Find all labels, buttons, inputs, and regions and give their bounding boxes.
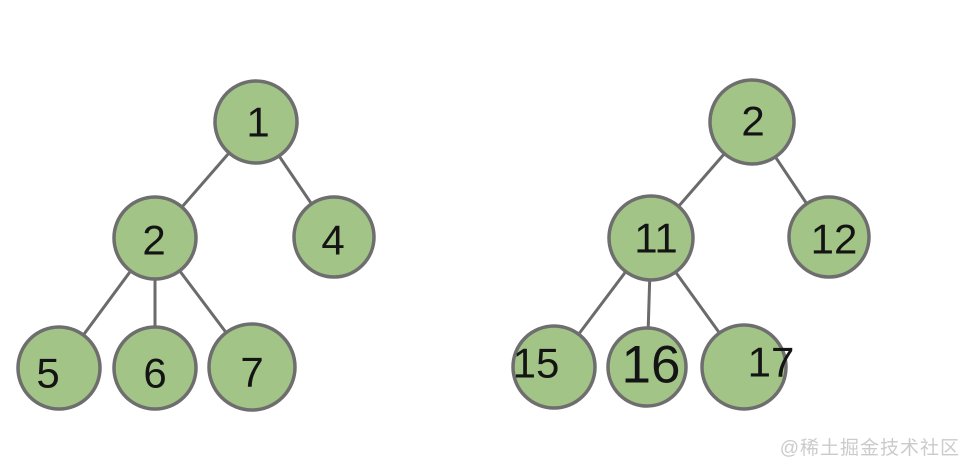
tree-node-5 bbox=[16, 325, 102, 411]
tree-node-label-4: 4 bbox=[321, 217, 344, 264]
binary-tree-left: 1 2 4 5 6 7 bbox=[16, 79, 376, 412]
tree-node-17 bbox=[700, 323, 788, 411]
tree-node-label-15: 15 bbox=[513, 340, 560, 387]
tree-node-2 bbox=[708, 78, 796, 166]
tree-node-label-6: 6 bbox=[143, 350, 166, 397]
tree-node-label-2: 2 bbox=[142, 217, 165, 264]
tree-node-1 bbox=[213, 79, 299, 165]
tree-node-4 bbox=[292, 195, 376, 279]
watermark-text: @稀土掘金技术社区 bbox=[779, 438, 960, 459]
binary-tree-right: 2 11 12 15 16 17 bbox=[511, 78, 871, 411]
tree-node-label-11: 11 bbox=[634, 215, 678, 262]
tree-node-12 bbox=[787, 195, 871, 279]
tree-node-label-12: 12 bbox=[811, 216, 858, 263]
tree-node-label-7: 7 bbox=[240, 349, 263, 396]
tree-node-2 bbox=[112, 195, 198, 281]
tree-node-6 bbox=[112, 325, 198, 411]
tree-node-label-16: 16 bbox=[622, 336, 681, 395]
tree-node-label-17: 17 bbox=[748, 339, 795, 386]
tree-node-label-5: 5 bbox=[36, 350, 59, 397]
tree-node-label-2: 2 bbox=[741, 98, 764, 145]
tree-node-label-1: 1 bbox=[246, 99, 269, 146]
tree-node-11 bbox=[607, 194, 695, 282]
tree-node-16 bbox=[606, 326, 688, 408]
tree-node-15 bbox=[511, 324, 597, 410]
tree-node-7 bbox=[207, 322, 297, 412]
